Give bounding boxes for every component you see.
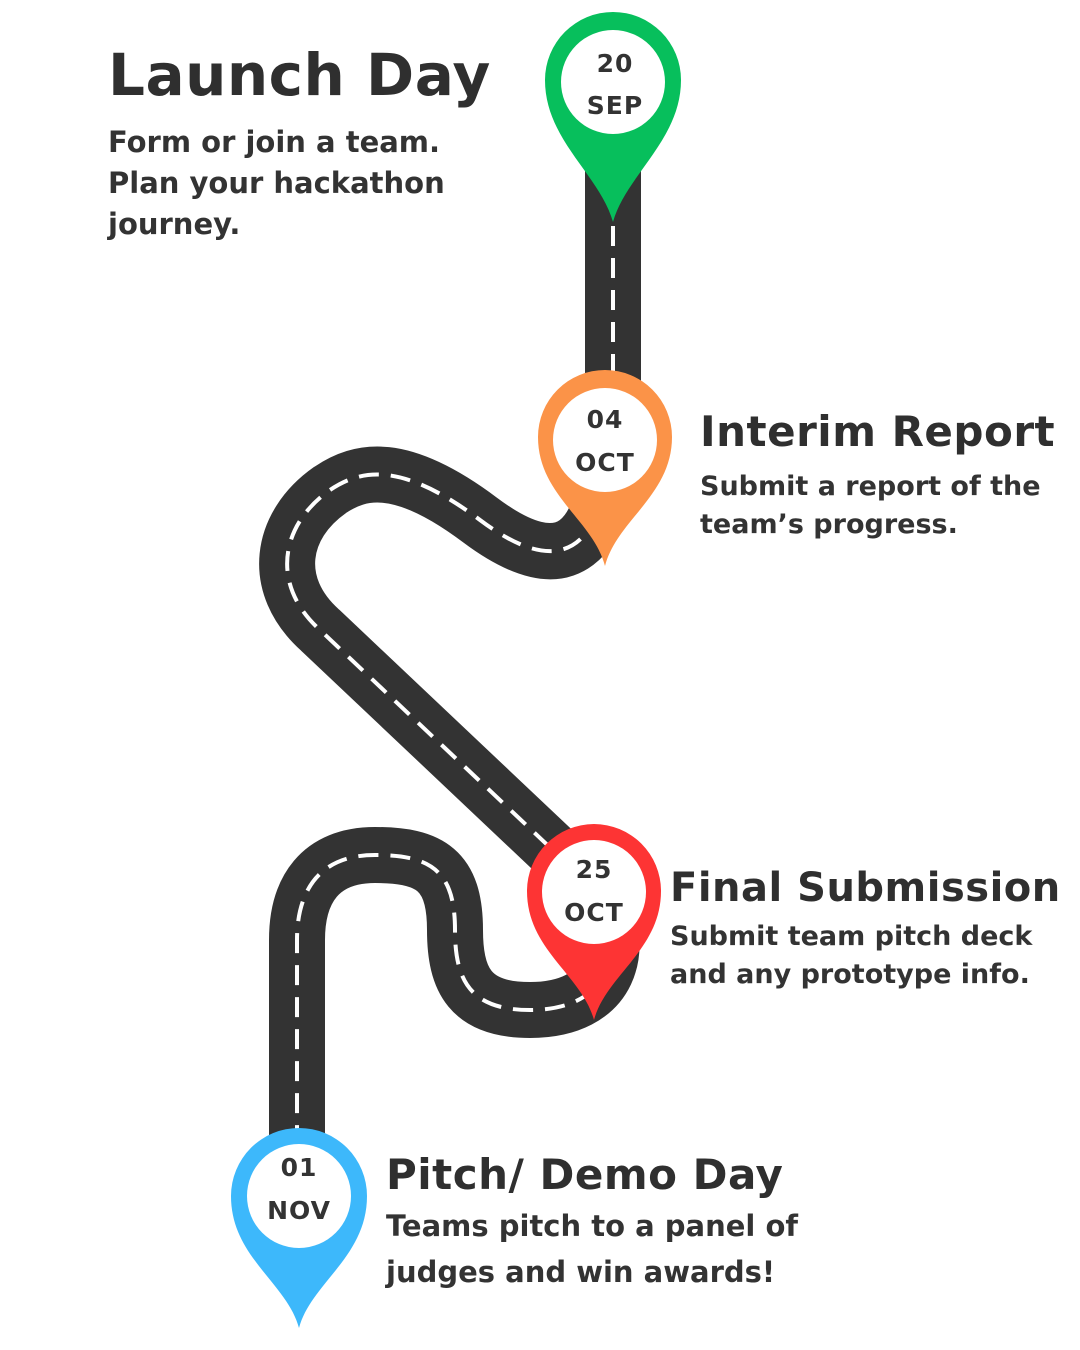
pitch-month: NOV [267,1196,331,1225]
road [259,130,641,1170]
road-surface [259,130,641,1170]
final-description: Submit team pitch deck and any prototype… [670,921,1033,991]
final-milestone: Final Submission Submit team pitch deck … [670,860,1070,995]
interim-day: 04 [587,405,624,434]
launch-day: 20 [597,49,634,78]
final-day: 25 [576,855,613,884]
pitch-description: Teams pitch to a panel of judges and win… [386,1209,799,1290]
interim-milestone: Interim Report Submit a report of the te… [700,404,1060,545]
final-pin: 25 OCT [527,824,661,1020]
launch-pin: 20 SEP [545,12,681,222]
pitch-pin: 01 NOV [231,1128,367,1328]
pitch-title: Pitch/ Demo Day [386,1150,784,1199]
interim-description: Submit a report of the team’s progress. [700,471,1041,541]
interim-month: OCT [575,448,635,477]
pitch-milestone: Pitch/ Demo Day Teams pitch to a panel o… [386,1147,806,1296]
final-month: OCT [564,898,624,927]
interim-pin: 04 OCT [538,370,672,566]
pitch-day: 01 [281,1153,318,1182]
road-center-line [285,130,615,1170]
final-title: Final Submission [670,865,1061,911]
interim-title: Interim Report [700,407,1056,456]
launch-description: Form or join a team. Plan your hackathon… [108,125,445,242]
launch-milestone: Launch Day Form or join a team. Plan you… [108,40,528,246]
launch-title: Launch Day [108,41,491,109]
launch-month: SEP [587,91,643,120]
